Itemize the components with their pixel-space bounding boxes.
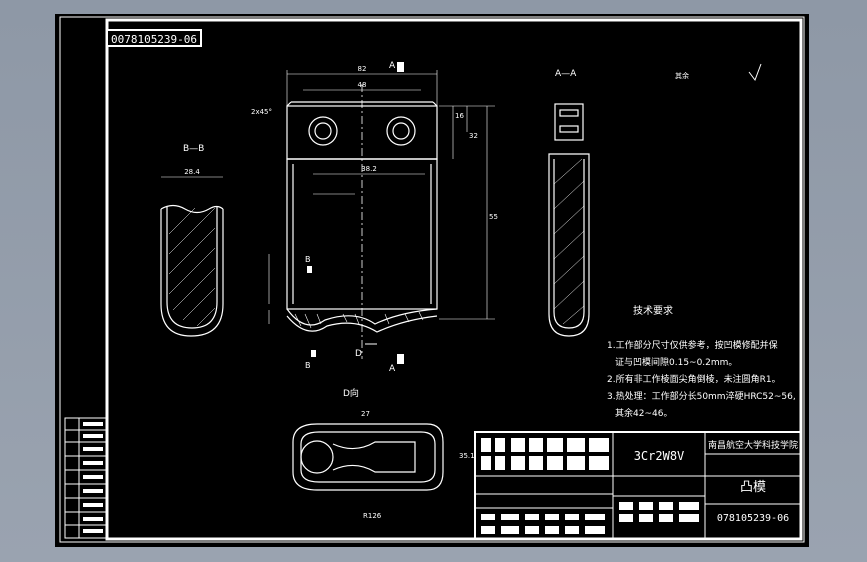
view-d-title: D向 bbox=[343, 387, 359, 399]
section-b-arrow-top bbox=[307, 266, 312, 273]
cad-viewport[interactable]: 0078105239-06 bbox=[55, 14, 809, 547]
drawing-canvas: 0078105239-06 bbox=[59, 16, 805, 543]
section-aa-title: A—A bbox=[555, 69, 577, 79]
dim-chamfer: 2x45° bbox=[251, 108, 272, 116]
section-b-arrow-bottom bbox=[311, 350, 316, 357]
view-d-label: D bbox=[355, 349, 362, 359]
title-block[interactable] bbox=[474, 431, 802, 540]
outer-border bbox=[59, 16, 805, 543]
section-b-label-top: B bbox=[305, 255, 311, 264]
tech-line-5: 其余42~46。 bbox=[615, 407, 672, 419]
title-school: 南昌航空大学科技学院 bbox=[708, 439, 798, 451]
left-revision-table bbox=[64, 417, 108, 539]
title-drawing-no: 078105239-06 bbox=[717, 513, 789, 524]
front-view-edge-hatch bbox=[294, 311, 424, 329]
stamp-number: 0078105239-06 bbox=[111, 33, 197, 46]
section-a-arrow-bottom bbox=[397, 354, 404, 364]
dim-width-bb: 28.4 bbox=[184, 168, 200, 176]
section-aa-hatch bbox=[553, 158, 585, 325]
dim-r126: R126 bbox=[363, 512, 382, 520]
section-a-label-bottom: A bbox=[389, 364, 396, 374]
section-a-label-top: A bbox=[389, 61, 396, 71]
dim-h16: 16 bbox=[455, 112, 464, 120]
section-a-arrow-top bbox=[397, 62, 404, 72]
front-view[interactable] bbox=[286, 84, 438, 359]
tech-line-4: 3.热处理：工作部分长50mm淬硬HRC52~56, bbox=[607, 390, 796, 402]
dim-inner-width: 48 bbox=[358, 81, 367, 89]
dim-width-mid: 38.2 bbox=[361, 165, 377, 173]
dim-top-width: 82 bbox=[358, 65, 367, 73]
front-view-dimensions bbox=[268, 70, 495, 324]
tech-line-2: 证与凹模间隙0.15~0.2mm。 bbox=[615, 356, 737, 368]
title-block-cells bbox=[481, 438, 699, 534]
inner-border bbox=[105, 18, 803, 541]
dim-h32: 32 bbox=[469, 132, 478, 140]
roughness-symbol bbox=[748, 63, 762, 82]
dim-height-total: 55 bbox=[489, 213, 498, 221]
tech-heading: 技术要求 bbox=[633, 304, 673, 317]
title-material: 3Cr2W8V bbox=[634, 449, 685, 463]
dim-d-35: 35.1 bbox=[459, 452, 475, 460]
tech-requirements: 技术要求 1.工作部分尺寸仅供参考，按凹模修配并保 证与凹模间隙0.15~0.2… bbox=[607, 304, 796, 419]
section-aa[interactable] bbox=[548, 103, 590, 337]
stamp-box bbox=[106, 29, 202, 47]
view-d[interactable] bbox=[292, 423, 444, 491]
section-b-label-bottom: B bbox=[305, 361, 311, 370]
title-part-name: 凸模 bbox=[740, 480, 766, 495]
dim-d-27: 27 bbox=[361, 410, 370, 418]
section-bb-title: B—B bbox=[183, 144, 204, 154]
roughness-note: 其余 bbox=[675, 71, 689, 80]
tech-line-1: 1.工作部分尺寸仅供参考，按凹模修配并保 bbox=[607, 339, 778, 351]
section-bb-hatch bbox=[168, 207, 216, 327]
left-table-cells bbox=[83, 422, 103, 533]
section-bb[interactable] bbox=[160, 176, 224, 337]
tech-line-3: 2.所有非工作棱面尖角倒棱，未注圆角R1。 bbox=[607, 373, 781, 385]
